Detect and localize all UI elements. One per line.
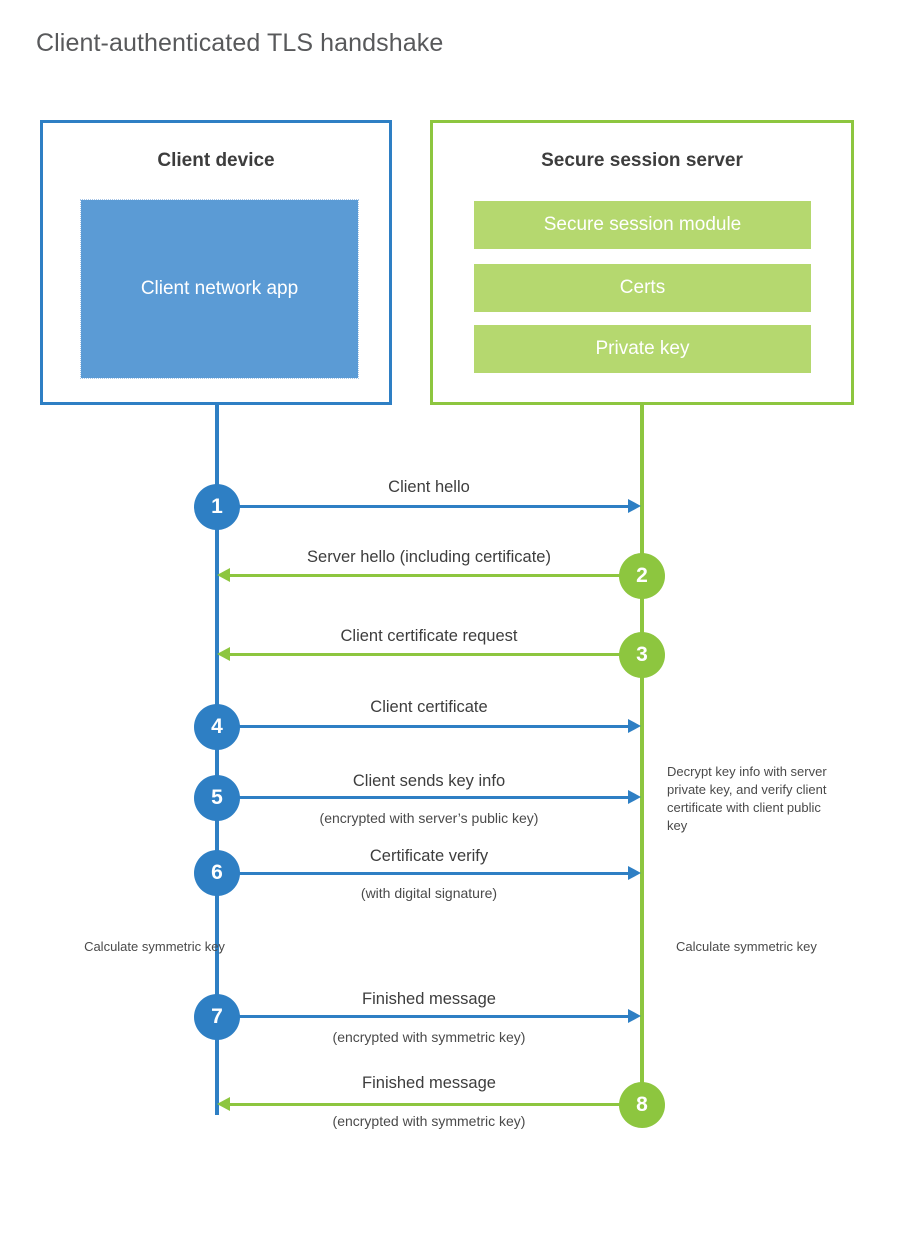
arrowhead-left-icon — [217, 568, 230, 582]
step-marker-2: 2 — [619, 553, 665, 599]
arrowhead-left-icon — [217, 647, 230, 661]
label-step-3: Client certificate request — [340, 627, 518, 645]
page-title: Client-authenticated TLS handshake — [36, 29, 444, 57]
sublabel-step-8: (encrypted with symmetric key) — [332, 1113, 526, 1129]
arrow-step-3 — [217, 647, 641, 661]
step-marker-3: 3 — [619, 632, 665, 678]
label-step-6: Certificate verify — [369, 847, 489, 865]
label-step-2: Server hello (including certificate) — [307, 548, 551, 566]
label-step-1: Client hello — [388, 478, 470, 496]
step-marker-6: 6 — [194, 850, 240, 896]
arrow-step-7 — [217, 1009, 641, 1023]
note-client-calculate-symmetric-key: Calculate symmetric key — [84, 939, 225, 954]
arrow-step-5 — [217, 790, 641, 804]
server-lifeline — [640, 403, 644, 1105]
note-server-calculate-symmetric-key: Calculate symmetric key — [676, 939, 817, 954]
sublabel-step-7: (encrypted with symmetric key) — [332, 1029, 526, 1045]
arrowhead-right-icon — [628, 719, 641, 733]
arrow-step-2 — [217, 568, 641, 582]
step-marker-1: 1 — [194, 484, 240, 530]
client-lifeline — [215, 403, 219, 1115]
arrowhead-left-icon — [217, 1097, 230, 1111]
server-item-secure-session-module: Secure session module — [474, 201, 811, 249]
arrow-step-1 — [217, 499, 641, 513]
arrowhead-right-icon — [628, 790, 641, 804]
arrowhead-right-icon — [628, 499, 641, 513]
sublabel-step-5: (encrypted with server’s public key) — [319, 810, 539, 826]
note-server-decrypt: Decrypt key info with server private key… — [667, 764, 827, 833]
label-step-8: Finished message — [362, 1074, 496, 1092]
step-marker-5: 5 — [194, 775, 240, 821]
server-item-private-key: Private key — [474, 325, 811, 373]
arrow-step-4 — [217, 719, 641, 733]
step-marker-4: 4 — [194, 704, 240, 750]
arrow-step-8 — [217, 1097, 641, 1111]
label-step-5: Client sends key info — [352, 772, 506, 790]
secure-session-server-panel: Secure session server Secure session mod… — [430, 120, 854, 405]
secure-session-server-title: Secure session server — [541, 150, 743, 171]
sublabel-step-6: (with digital signature) — [360, 885, 498, 901]
arrowhead-right-icon — [628, 866, 641, 880]
arrowhead-right-icon — [628, 1009, 641, 1023]
label-step-4: Client certificate — [370, 698, 488, 716]
label-step-7: Finished message — [362, 990, 496, 1008]
server-item-certs: Certs — [474, 264, 811, 312]
client-device-title: Client device — [157, 150, 275, 171]
step-marker-8: 8 — [619, 1082, 665, 1128]
client-network-app-box: Client network app — [80, 199, 359, 379]
step-marker-7: 7 — [194, 994, 240, 1040]
client-device-panel: Client device Client network app — [40, 120, 392, 405]
arrow-step-6 — [217, 866, 641, 880]
